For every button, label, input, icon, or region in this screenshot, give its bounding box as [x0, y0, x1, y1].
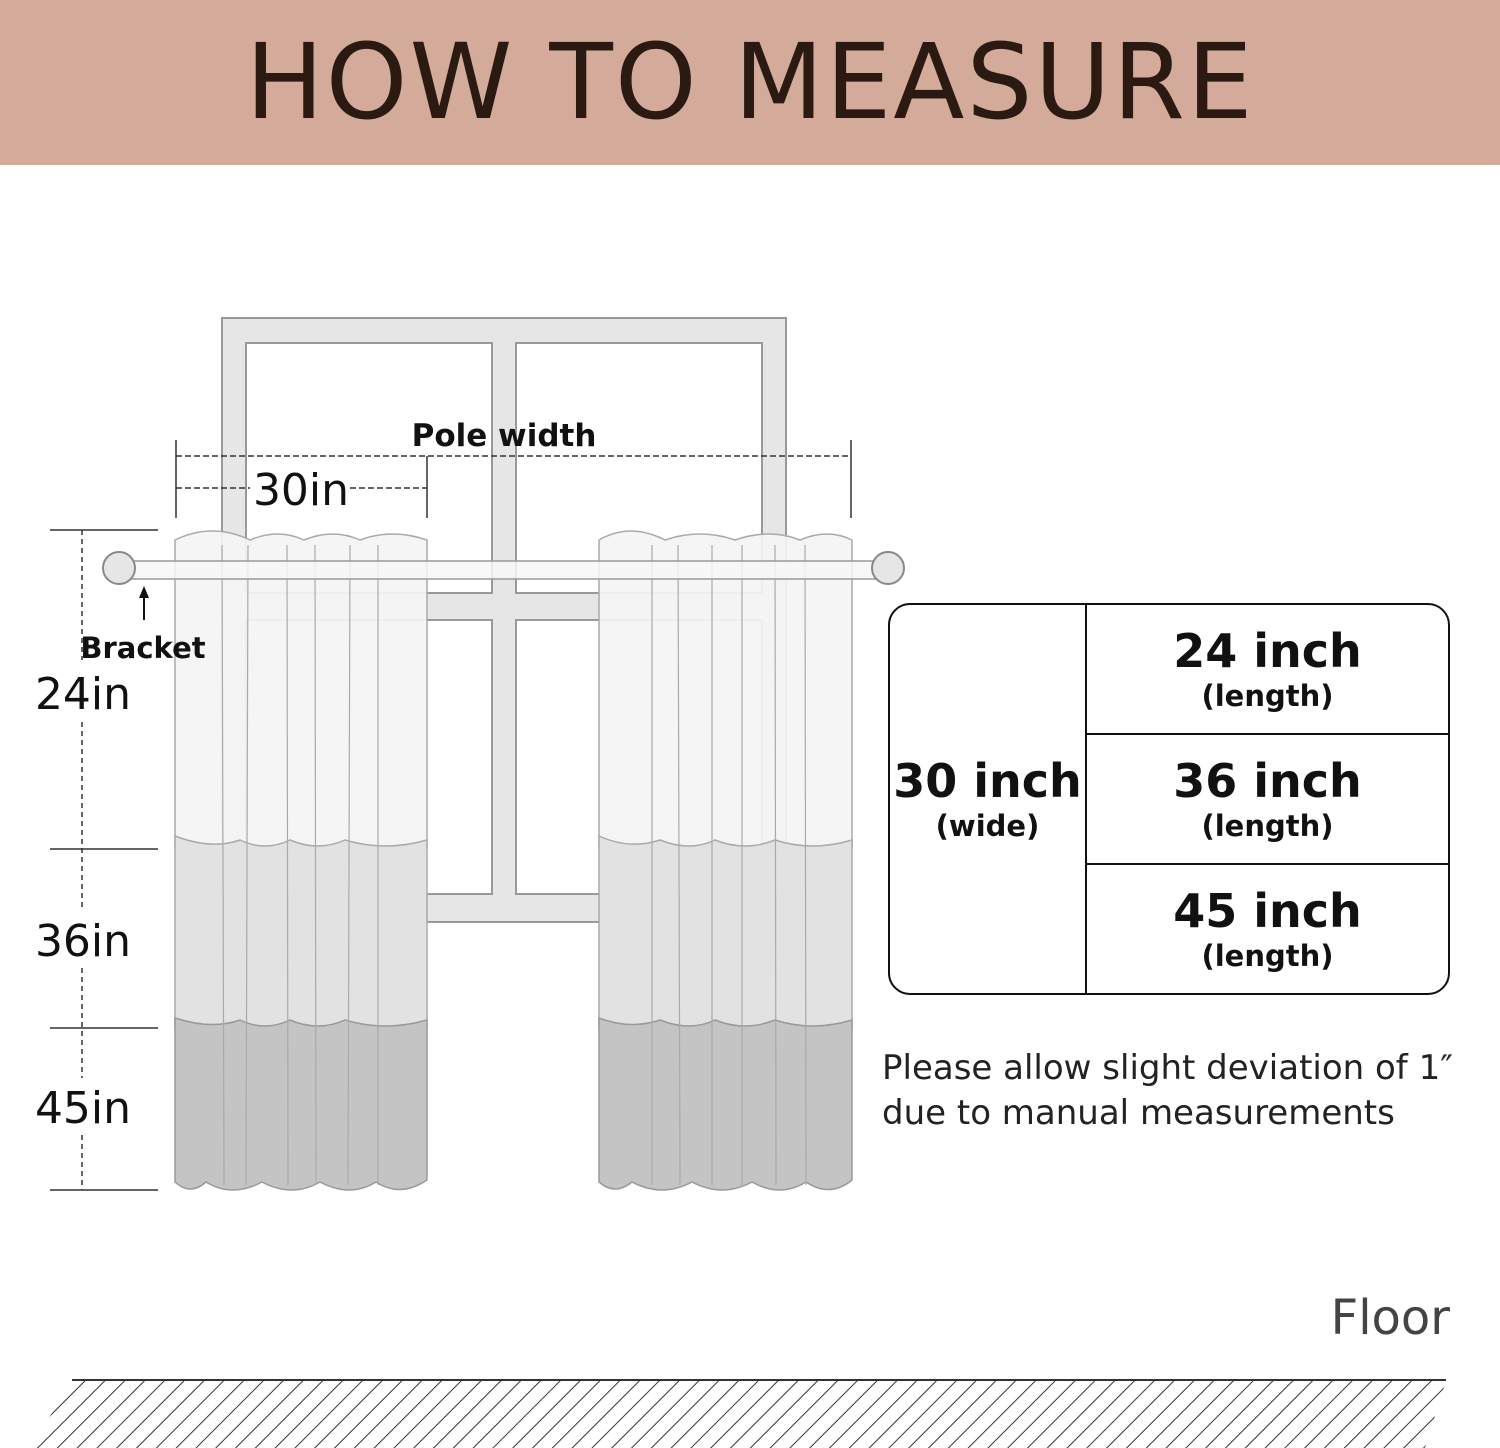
page-title: HOW TO MEASURE	[245, 21, 1255, 143]
bracket-label: Bracket	[80, 631, 205, 665]
panel-width-label: 30in	[253, 465, 349, 516]
right-curtain-top-section	[598, 530, 853, 849]
panel-width-dimension	[176, 456, 428, 518]
spec-length-value: 36 inch	[1173, 754, 1362, 808]
right-curtain-bottom-section	[598, 1016, 853, 1191]
spec-length-value: 24 inch	[1173, 624, 1362, 678]
deviation-note-line2: due to manual measurements	[882, 1093, 1395, 1133]
floor-hatch	[30, 1379, 1446, 1448]
spec-width-cell: 30 inch (wide)	[890, 605, 1087, 993]
header-banner	[0, 0, 1500, 165]
right-curtain-middle-section	[598, 834, 853, 1029]
left-curtain-top-section	[174, 530, 428, 849]
spec-length-unit: (length)	[1201, 939, 1334, 973]
spec-length-row-45: 45 inch (length)	[1087, 863, 1448, 993]
deviation-note: Please allow slight deviation of 1″ due …	[882, 1046, 1482, 1136]
right-finial	[871, 551, 905, 585]
length-dimension	[50, 529, 158, 1191]
size-spec-table: 30 inch (wide) 24 inch (length) 36 inch …	[888, 603, 1450, 995]
length-label-24: 24in	[35, 669, 131, 720]
deviation-note-line1: Please allow slight deviation of 1″	[882, 1048, 1453, 1088]
spec-width-value: 30 inch	[893, 754, 1082, 808]
spec-length-unit: (length)	[1201, 809, 1334, 843]
pole-width-label: Pole width	[412, 418, 597, 454]
curtain-rod	[102, 551, 905, 585]
length-label-45: 45in	[35, 1083, 131, 1134]
spec-length-column: 24 inch (length) 36 inch (length) 45 inc…	[1087, 605, 1448, 993]
left-curtain-bottom-section	[174, 1016, 428, 1191]
spec-length-unit: (length)	[1201, 679, 1334, 713]
spec-length-value: 45 inch	[1173, 884, 1362, 938]
spec-length-row-24: 24 inch (length)	[1087, 605, 1448, 733]
left-finial	[102, 551, 136, 585]
spec-length-row-36: 36 inch (length)	[1087, 733, 1448, 863]
bracket-arrow	[139, 586, 149, 620]
pole-width-dimension	[175, 440, 852, 518]
right-curtain	[598, 530, 853, 1191]
left-curtain	[174, 530, 428, 1191]
length-label-36: 36in	[35, 916, 131, 967]
spec-width-unit: (wide)	[935, 809, 1040, 843]
floor-label: Floor	[1330, 1290, 1450, 1346]
left-curtain-middle-section	[174, 834, 428, 1029]
